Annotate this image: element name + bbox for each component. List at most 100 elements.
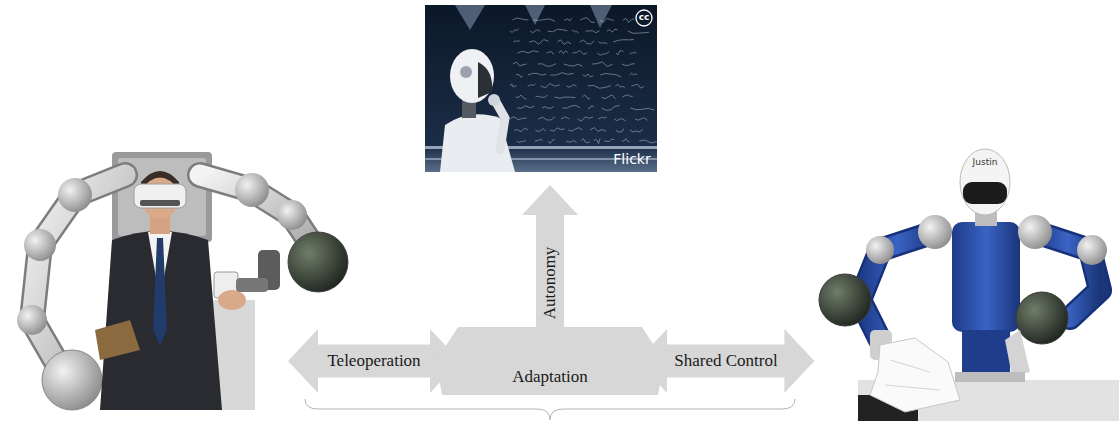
robot-chalkboard-image: [572, 31, 579, 34]
robot-chalkboard-image: [602, 95, 616, 99]
robot-chalkboard-image: [550, 73, 573, 75]
humanoid-robot-photo: [1016, 292, 1068, 344]
humanoid-robot-photo: [952, 222, 1020, 332]
robot-chalkboard-image: [478, 62, 492, 98]
robot-chalkboard-image: [541, 84, 560, 88]
robot-chalkboard-image: [622, 95, 632, 97]
robot-chalkboard-image: [533, 19, 555, 22]
robot-chalkboard-image: [488, 94, 500, 106]
humanoid-robot-photo: [885, 360, 940, 390]
robot-chalkboard-image: [510, 29, 519, 33]
robot-chalkboard-image: [583, 95, 591, 99]
robot-chalkboard-image: [542, 107, 554, 109]
robot-chalkboard-image: [538, 117, 555, 120]
humanoid-robot-photo: [866, 236, 894, 264]
robot-chalkboard-image: [512, 18, 528, 20]
adaptation-hub: Adaptation: [436, 327, 664, 395]
robot-chalkboard-image: [623, 18, 634, 22]
robot-chalkboard-image: [586, 31, 600, 33]
shared-control-arrow: Shared Control: [637, 329, 814, 393]
robot-chalkboard-image: [578, 117, 594, 121]
robot-chalkboard-image: [510, 18, 663, 144]
robot-chalkboard-image: [616, 51, 623, 55]
robot-chalkboard-image: [538, 64, 556, 67]
robot-chalkboard-image: [536, 95, 548, 97]
robot-chalkboard-image: [630, 52, 637, 53]
teleoperation-photo: [42, 350, 102, 410]
robot-chalkboard-image: [510, 84, 517, 87]
robot-chalkboard-image: [592, 62, 613, 67]
robot-chalkboard-image: [528, 73, 546, 75]
teleoperation-photo: [236, 278, 268, 292]
robot-chalkboard-image: [598, 117, 607, 119]
robot-name: Justin: [973, 158, 998, 168]
robot-chalkboard-image: [600, 18, 614, 22]
curly-brace: [305, 399, 795, 420]
robot-chalkboard-image: [573, 51, 588, 55]
robot-chalkboard-image: [529, 40, 548, 45]
robot-chalkboard-image: [518, 51, 539, 53]
robot-chalkboard-image: [588, 106, 594, 109]
robot-chalkboard-image: [555, 97, 576, 98]
robot-chalkboard-image: [635, 118, 647, 121]
arrow-label: Autonomy: [540, 247, 560, 320]
robot-chalkboard-image: [628, 31, 649, 33]
robot-chalkboard-image: [513, 62, 527, 66]
humanoid-robot-photo: [1005, 330, 1030, 376]
robot-chalkboard-image: [622, 139, 630, 142]
robot-chalkboard-image: [535, 129, 545, 132]
robot-chalkboard-image: [561, 117, 569, 119]
teleoperation-photo: [24, 229, 56, 261]
arrow-label: Shared Control: [674, 351, 777, 371]
robot-chalkboard-image: [425, 5, 657, 172]
robot-chalkboard-image: [630, 130, 643, 132]
teleoperation-photo: [95, 320, 140, 360]
robot-chalkboard-image: [559, 51, 568, 54]
humanoid-robot-photo: [955, 372, 1025, 382]
robot-chalkboard-image: [580, 40, 595, 44]
teleoperation-photo: [218, 290, 246, 310]
humanoid-robot-photo: [819, 274, 871, 326]
humanoid-robot-photo: [1018, 215, 1052, 249]
robot-chalkboard-image: [562, 106, 580, 109]
robot-chalkboard-image: [550, 128, 564, 132]
robot-chalkboard-image: [513, 41, 520, 42]
arrow-shape: [436, 327, 664, 395]
robot-chalkboard-image: [564, 18, 571, 21]
robot-chalkboard-image: [455, 5, 612, 30]
robot-chalkboard-image: [597, 52, 609, 55]
robot-chalkboard-image: [528, 84, 536, 86]
humanoid-robot-photo: [960, 149, 1010, 215]
humanoid-robot-photo: [918, 215, 952, 249]
robot-chalkboard-image: [514, 128, 528, 132]
arrow-shape: [637, 329, 814, 393]
robot-chalkboard-image: [599, 42, 608, 44]
humanoid-robot-photo: [1077, 235, 1107, 265]
robot-chalkboard-image: [450, 49, 494, 103]
humanoid-robot-photo: [819, 149, 1119, 421]
robot-chalkboard-image: [588, 85, 611, 88]
robot-chalkboard-image: [535, 139, 543, 141]
robot-chalkboard-image: [564, 64, 583, 66]
robot-chalkboard-image: [557, 40, 571, 45]
robot-chalkboard-image: [530, 30, 540, 33]
robot-chalkboard-image: [510, 117, 527, 120]
robot-chalkboard-image: [639, 140, 662, 143]
robot-chalkboard-image: [549, 140, 555, 144]
robot-chalkboard-image: [583, 74, 593, 77]
arrow-shape: [288, 329, 460, 393]
teleoperation-photo: [58, 178, 92, 212]
robot-chalkboard-image: [636, 10, 652, 26]
teleoperation-photo: [277, 200, 307, 230]
teleoperation-photo: [134, 184, 186, 208]
robot-chalkboard-image: [614, 119, 626, 121]
robot-chalkboard-image: [613, 40, 634, 42]
teleoperation-photo: [153, 238, 167, 345]
robot-chalkboard-image: [590, 128, 606, 132]
robot-chalkboard-image: [630, 108, 654, 110]
teleoperation-photo: [17, 305, 47, 335]
teleoperation-photo: [100, 231, 222, 410]
arrow-label: Adaptation: [512, 367, 588, 387]
robot-chalkboard-image: [607, 29, 618, 32]
